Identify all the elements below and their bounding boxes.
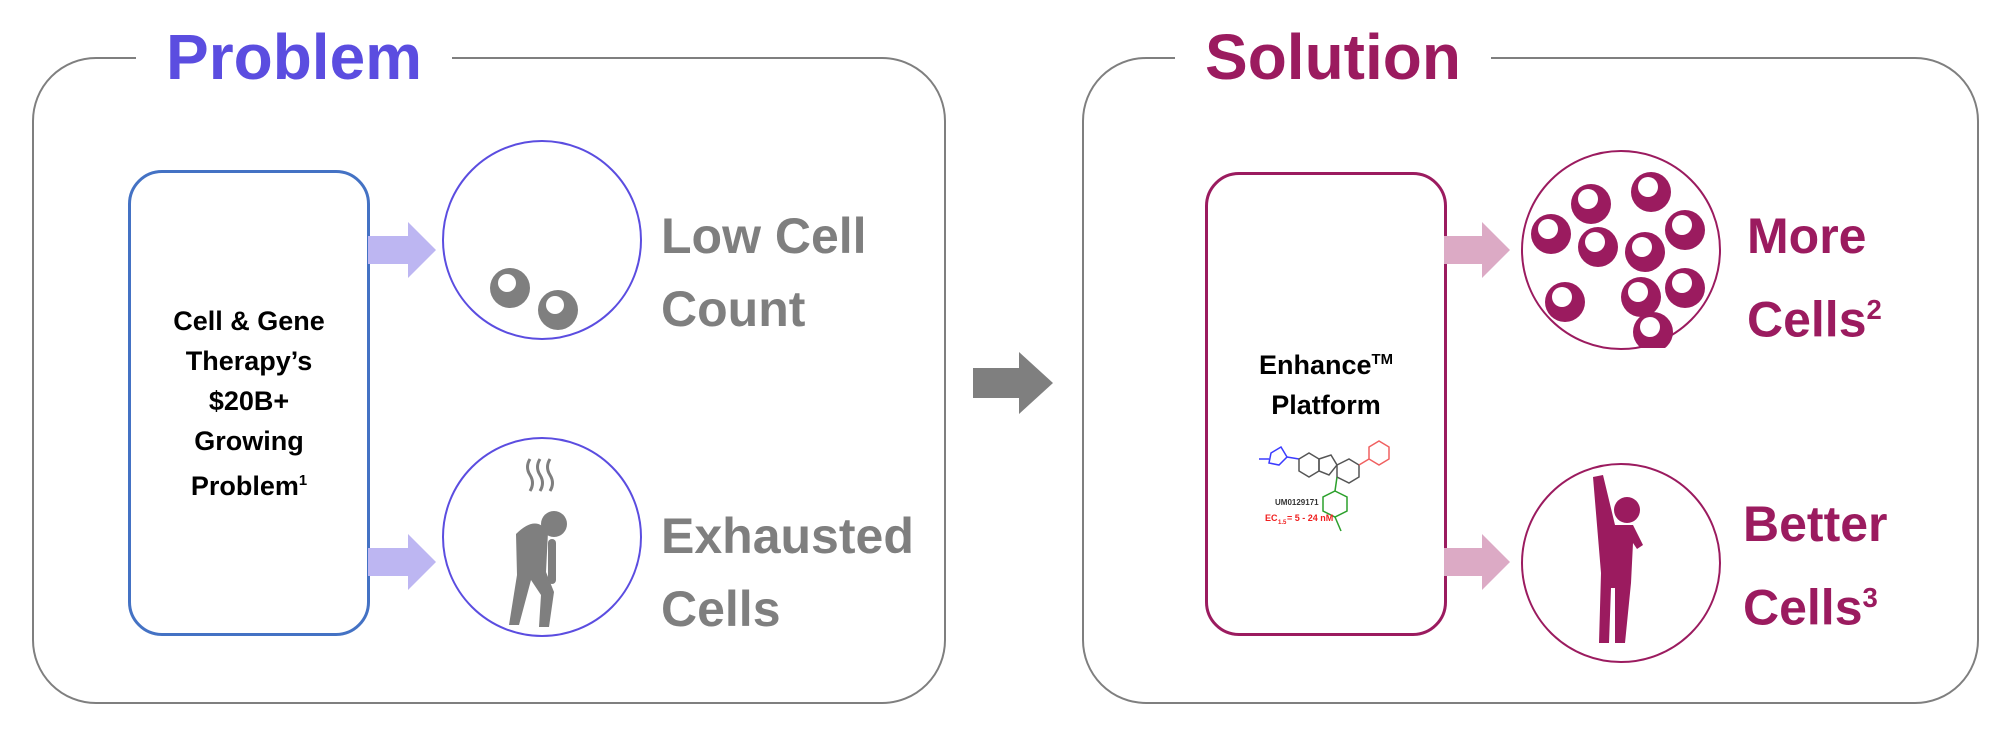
more-cells-circle <box>1521 150 1721 352</box>
solution-panel <box>1082 57 1979 704</box>
problem-line: $20B+ <box>208 385 290 416</box>
cell-icon <box>1633 312 1673 352</box>
molecule-ec: EC <box>1265 513 1278 523</box>
problem-line: Problem1 <box>190 470 308 501</box>
exhausted-circle <box>442 437 642 637</box>
problem-title: Problem <box>136 17 453 97</box>
platform-name: EnhanceTM <box>1259 350 1393 380</box>
cell-icon <box>1621 277 1661 317</box>
arrow-right-icon <box>1444 534 1510 590</box>
molecule-structure-icon: UM0129171 EC 1.5 = 5 - 24 nM <box>1259 440 1390 532</box>
exhausted-person-icon <box>509 458 567 627</box>
arrow-right-icon <box>1444 222 1510 278</box>
platform-label: Platform <box>1271 390 1381 420</box>
cell-icon <box>1571 184 1611 224</box>
low-cell-circle <box>442 140 642 340</box>
cell-icon <box>1631 172 1671 212</box>
problem-line: Growing <box>194 425 304 456</box>
arrow-right-icon <box>973 352 1053 414</box>
problem-line: Cell & Gene <box>173 305 325 336</box>
problem-line: Therapy’s <box>185 345 313 376</box>
many-cells-icon <box>1531 172 1705 352</box>
molecule-id: UM0129171 <box>1275 498 1319 507</box>
two-cells-icon <box>490 268 578 330</box>
cell-icon <box>1665 210 1705 250</box>
trademark: TM <box>1371 352 1393 368</box>
problem-box: Cell & Gene Therapy’s $20B+ Growing Prob… <box>128 170 370 636</box>
molecule-ec-sub: 1.5 <box>1278 520 1287 526</box>
better-cells-circle <box>1521 463 1721 663</box>
cell-icon <box>1665 268 1705 308</box>
problem-panel <box>32 57 946 704</box>
arrow-right-icon <box>368 534 436 590</box>
enhance-platform-box: EnhanceTM Platform UM0129171 EC 1.5 = 5 … <box>1205 172 1447 636</box>
arrow-right-icon <box>368 222 436 278</box>
molecule-ec-value: = 5 - 24 nM <box>1287 513 1333 523</box>
cell-icon <box>1531 214 1571 254</box>
cell-icon <box>1545 282 1585 322</box>
cheering-person-icon <box>1593 475 1643 643</box>
cell-icon <box>1625 232 1665 272</box>
footnote: 1 <box>298 472 308 489</box>
solution-title: Solution <box>1175 17 1491 97</box>
cell-icon <box>1578 227 1618 267</box>
